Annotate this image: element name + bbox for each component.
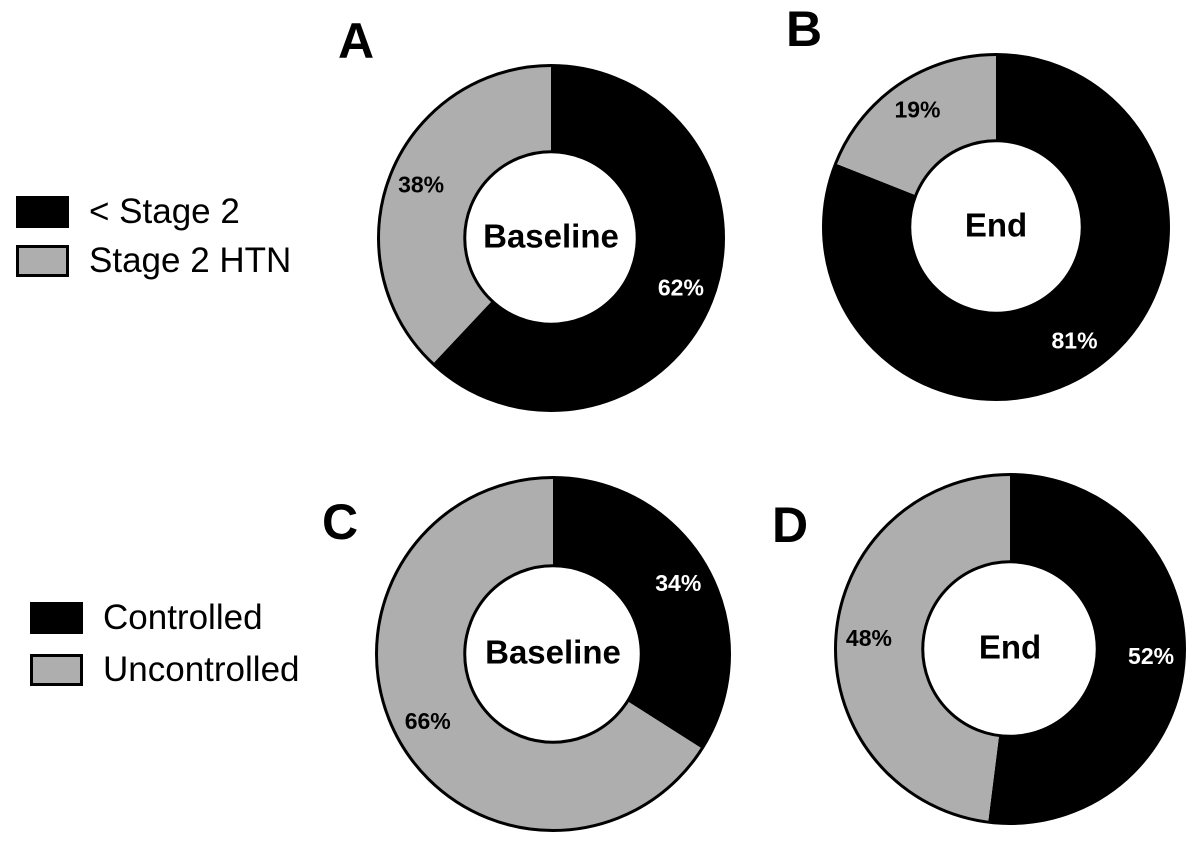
- panel-letter-b: B: [786, 1, 823, 57]
- donut-chart-c: Baseline 34% 66%: [375, 476, 731, 832]
- panel-letter-c: C: [322, 494, 359, 550]
- donut-value-label: 38%: [398, 172, 444, 198]
- donut-slice: [988, 474, 1185, 824]
- donut-outline: [834, 473, 1186, 825]
- donut-value-label: 66%: [405, 708, 451, 734]
- donut-outline: [822, 53, 1170, 401]
- donut-hole: [908, 139, 1084, 315]
- legend-item-uncontrolled: Uncontrolled: [30, 650, 300, 690]
- donut-outline: [377, 64, 725, 412]
- donut-slice: [378, 65, 551, 364]
- donut-value-label: 34%: [655, 570, 701, 596]
- legend-label-stage-lt2: < Stage 2: [89, 192, 240, 231]
- donut-value-label: 52%: [1128, 643, 1174, 669]
- legend-label-controlled: Controlled: [103, 598, 263, 637]
- legend-item-controlled: Controlled: [30, 598, 300, 638]
- legend-label-uncontrolled: Uncontrolled: [103, 650, 300, 690]
- hypertension-stage-legend: < Stage 2 Stage 2 HTN: [16, 192, 291, 282]
- donut-slice: [835, 54, 996, 196]
- donut-hole: [463, 150, 639, 326]
- donut-hole: [921, 560, 1099, 738]
- donut-chart-a: Baseline 62% 38%: [377, 64, 725, 412]
- donut-hole: [463, 564, 643, 744]
- legend-item-stage-2-htn: Stage 2 HTN: [16, 241, 291, 281]
- donut-value-label: 48%: [846, 625, 892, 651]
- panel-letter-d: D: [772, 497, 809, 553]
- donut-outline: [375, 476, 731, 832]
- donut-value-label: 81%: [1052, 328, 1098, 354]
- panel-letter-a: A: [338, 13, 375, 69]
- donut-center-label: Baseline: [485, 634, 621, 671]
- legend-label-stage-2-htn: Stage 2 HTN: [89, 241, 292, 281]
- donut-slice: [823, 54, 1169, 400]
- donut-center-label: Baseline: [483, 218, 619, 255]
- donut-value-label: 62%: [658, 275, 704, 301]
- donut-center-label: End: [965, 207, 1027, 244]
- donut-center-label: End: [979, 629, 1041, 666]
- donut-slice: [553, 477, 730, 749]
- black-swatch-icon: [30, 602, 83, 635]
- donut-slice: [376, 477, 703, 831]
- donut-chart-d: End 52% 48%: [834, 473, 1186, 825]
- legend-item-stage-lt2: < Stage 2: [16, 192, 291, 232]
- donut-value-label: 19%: [894, 97, 940, 123]
- gray-swatch-icon: [16, 245, 69, 278]
- donut-slice: [432, 65, 724, 411]
- blood-pressure-control-legend: Controlled Uncontrolled: [30, 598, 300, 691]
- black-swatch-icon: [16, 196, 69, 229]
- donut-chart-b: End 81% 19%: [822, 53, 1170, 401]
- gray-swatch-icon: [30, 654, 83, 687]
